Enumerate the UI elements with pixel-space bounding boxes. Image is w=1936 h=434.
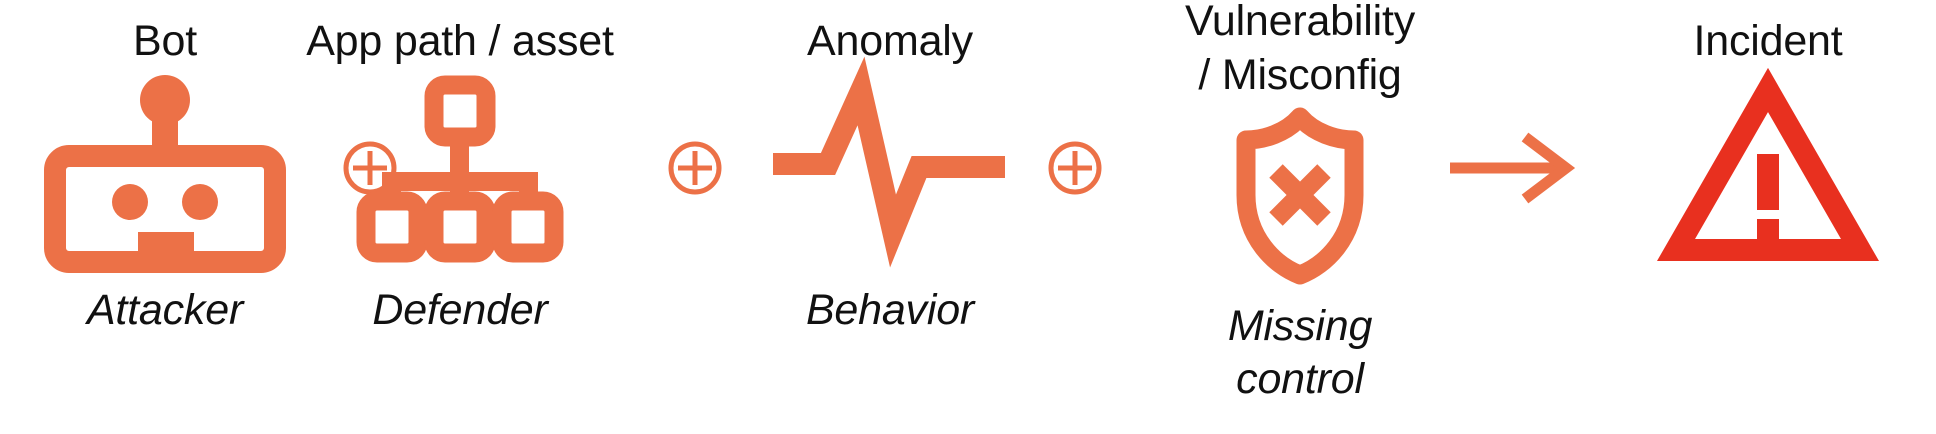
warning-triangle-icon: [1656, 67, 1880, 264]
stage-missing-control: Vulnerability / Misconfig Missing contro…: [1090, 0, 1510, 434]
arrow-right-icon: [1448, 132, 1576, 204]
stage-missing-control-top-label: Vulnerability / Misconfig: [1184, 0, 1416, 99]
stage-incident-top-label: Incident: [1693, 17, 1843, 65]
stage-behavior-bottom-label: Behavior: [805, 286, 975, 334]
stage-defender-bottom-label: Defender: [372, 286, 548, 334]
shield-x-icon: [1230, 106, 1370, 286]
plus-circle-icon: [667, 140, 723, 196]
plus-circle-icon: [342, 140, 398, 196]
pulse-line-icon: [765, 56, 1015, 268]
stage-attacker-bottom-label: Attacker: [86, 286, 244, 334]
stage-attacker: Bot Attacker: [0, 0, 330, 434]
stage-behavior: Anomaly Behavior: [660, 0, 1120, 434]
plus-circle-icon: [1047, 140, 1103, 196]
stage-defender-top-label: App path / asset: [306, 17, 614, 65]
stage-behavior-top-label: Anomaly: [807, 17, 973, 65]
stage-incident: Incident: [1600, 0, 1936, 434]
stage-attacker-top-label: Bot: [133, 17, 197, 65]
hierarchy-tree-icon: [356, 74, 564, 264]
stage-defender: App path / asset Defender: [300, 0, 620, 434]
stage-missing-control-bottom-label: Missing control: [1227, 302, 1373, 403]
robot-icon: [44, 74, 286, 273]
